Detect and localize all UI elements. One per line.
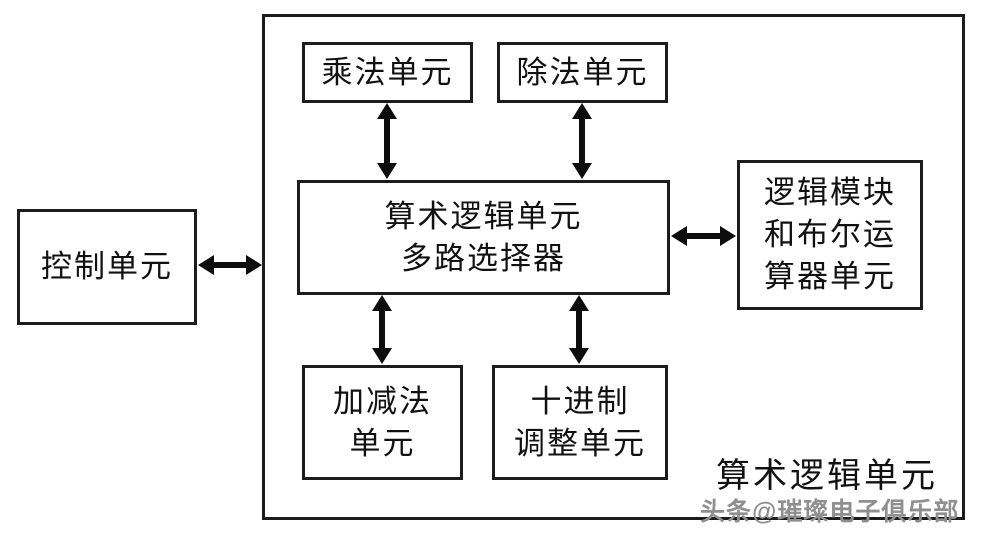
logic-boolean-unit-label: 逻辑模块 和布尔运 算器单元 xyxy=(764,175,896,294)
divide-unit-label: 除法单元 xyxy=(516,54,649,90)
multiply-unit-node: 乘法单元 xyxy=(302,42,473,103)
logic-boolean-unit-node: 逻辑模块 和布尔运 算器单元 xyxy=(737,160,923,310)
decimal-adjust-unit-label: 十进制 调整单元 xyxy=(514,383,646,461)
alu-outer-label: 算术逻辑单元 xyxy=(716,457,938,495)
addsub-unit-label: 加减法 单元 xyxy=(333,383,432,461)
arrow-control-outer xyxy=(198,255,262,275)
alu-mux-label: 算术逻辑单元 多路选择器 xyxy=(384,198,583,276)
watermark: 头条@璀璨电子俱乐部 xyxy=(700,498,960,526)
alu-mux-node: 算术逻辑单元 多路选择器 xyxy=(297,180,670,295)
addsub-unit-node: 加减法 单元 xyxy=(302,365,463,480)
arrow-mux-addsub xyxy=(372,295,392,364)
divide-unit-node: 除法单元 xyxy=(497,42,668,103)
decimal-adjust-unit-node: 十进制 调整单元 xyxy=(492,365,668,480)
multiply-unit-label: 乘法单元 xyxy=(321,54,454,90)
control-unit-label: 控制单元 xyxy=(41,249,173,284)
arrow-mux-decimal xyxy=(569,295,589,364)
control-unit-node: 控制单元 xyxy=(17,209,197,325)
arrow-multiply-mux xyxy=(377,103,397,179)
arrow-divide-mux xyxy=(572,103,592,179)
arrow-mux-logic xyxy=(671,226,736,246)
